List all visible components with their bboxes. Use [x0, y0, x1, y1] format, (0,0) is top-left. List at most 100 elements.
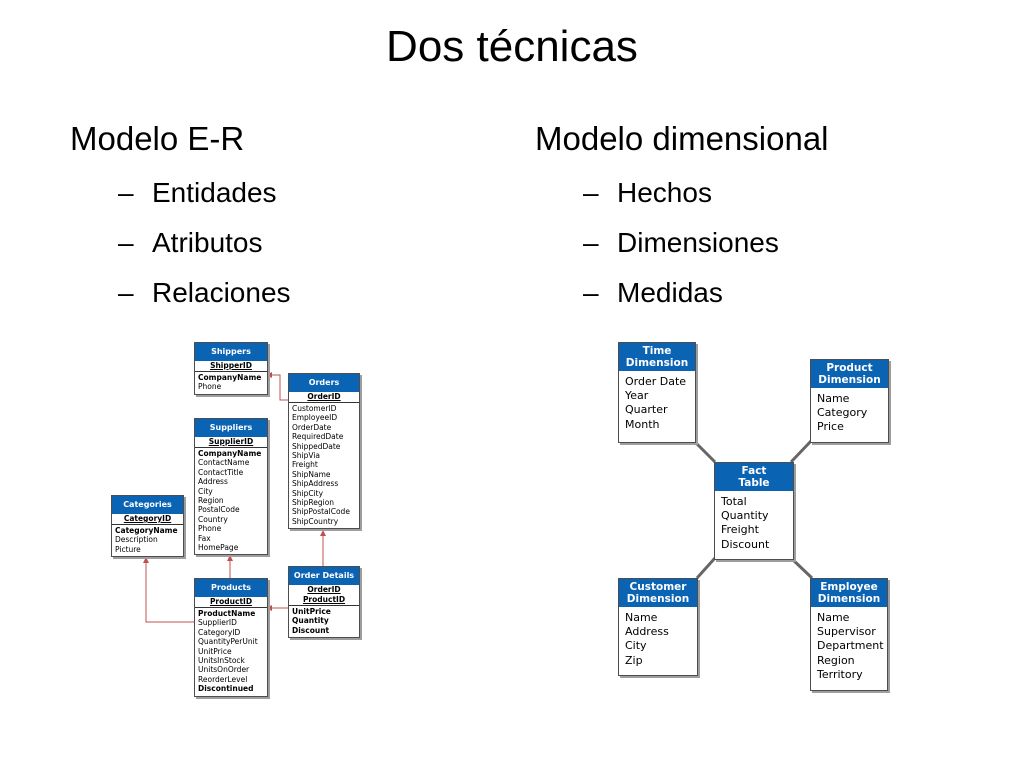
bullet-text: Hechos — [617, 177, 712, 208]
field-row: Fax — [198, 533, 211, 543]
field-row: SupplierID — [198, 618, 237, 628]
bullet-item: –Entidades — [118, 168, 291, 218]
table-name-line: Dimension — [817, 593, 881, 605]
entity-primary-key: OrderID — [289, 392, 359, 403]
field-row: EmployeeID — [292, 413, 338, 423]
field-row: QuantityPerUnit — [198, 637, 258, 647]
link-product-fact — [789, 438, 814, 464]
arrow-head — [266, 372, 272, 378]
field-row: Region — [817, 653, 855, 667]
field-row: ShipName — [292, 469, 331, 479]
field-row: Year — [625, 389, 649, 403]
table-name: Product Dimension — [811, 360, 888, 388]
bullet-dash: – — [118, 277, 134, 308]
bullet-item: –Hechos — [583, 168, 779, 218]
field-row: Department — [817, 639, 884, 653]
bullet-item: –Relaciones — [118, 268, 291, 318]
field-row: HomePage — [198, 543, 239, 553]
bullet-item: –Atributos — [118, 218, 291, 268]
field-row: Quantity — [721, 509, 769, 523]
field-row: PostalCode — [198, 505, 240, 515]
bullet-text: Atributos — [152, 227, 263, 258]
field-row: Price — [817, 420, 844, 434]
table-name-line: Dimension — [818, 374, 881, 386]
entity-name: Categories — [112, 496, 183, 514]
field-row: Region — [198, 496, 224, 506]
field-row: UnitsInStock — [198, 656, 245, 666]
entity-name: Products — [195, 579, 267, 597]
field-row: Name — [817, 611, 850, 624]
bullet-item: –Medidas — [583, 268, 779, 318]
field-row: CompanyName — [198, 449, 262, 458]
arrow-head — [266, 605, 272, 611]
field-row: City — [625, 639, 647, 653]
field-row: Country — [198, 514, 228, 524]
entity-name: Shippers — [195, 343, 267, 361]
field-row: ContactTitle — [198, 467, 244, 477]
bullet-dash: – — [118, 177, 134, 208]
table-name-line: Time — [642, 345, 672, 357]
bullet-dash: – — [583, 177, 599, 208]
table-name-line: Fact — [741, 465, 767, 477]
slide-title: Dos técnicas — [386, 22, 638, 71]
bullet-dash: – — [583, 277, 599, 308]
bullet-text: Entidades — [152, 177, 277, 208]
field-row: Phone — [198, 382, 222, 392]
field-row: Name — [625, 611, 658, 624]
field-row: Address — [198, 477, 228, 487]
table-name: Employee Dimension — [811, 579, 887, 607]
rel-products-categories — [145, 557, 194, 623]
field-row: OrderDate — [292, 422, 332, 432]
field-row: Phone — [198, 524, 222, 534]
primary-key-field: OrderID — [307, 585, 341, 594]
table-name: Time Dimension — [619, 343, 695, 371]
entity-name: Suppliers — [195, 419, 267, 437]
field-row: Quantity — [292, 616, 329, 626]
field-row: Quarter — [625, 403, 668, 417]
field-row: Category — [817, 406, 868, 420]
field-row: Address — [625, 625, 669, 639]
entity-primary-key: SupplierID — [195, 437, 267, 448]
field-row: Name — [817, 392, 850, 405]
field-row: CategoryName — [115, 526, 178, 535]
field-row: ShipRegion — [292, 498, 335, 508]
entity-name: Order Details — [289, 567, 359, 585]
rel-orders-shippers — [266, 374, 288, 401]
field-row: CategoryID — [198, 627, 241, 637]
entity-name: Orders — [289, 374, 359, 392]
field-row: ContactName — [198, 458, 250, 468]
field-row: Description — [115, 535, 158, 545]
field-row: ShippedDate — [292, 441, 341, 451]
er-model-heading: Modelo E-R — [70, 120, 245, 157]
bullet-dash: – — [118, 227, 134, 258]
field-row: Discount — [292, 625, 330, 635]
field-row: ShipVia — [292, 451, 321, 461]
entity-order-details: Order Details OrderID ProductID UnitPric… — [288, 566, 360, 639]
field-row: UnitPrice — [292, 607, 331, 616]
er-model-bullets: –Entidades –Atributos –Relaciones — [118, 168, 291, 318]
entity-primary-key: CategoryID — [112, 514, 183, 525]
table-name-line: Employee — [820, 581, 878, 593]
field-row: Supervisor — [817, 625, 876, 639]
bullet-item: –Dimensiones — [583, 218, 779, 268]
field-row: City — [198, 486, 213, 496]
